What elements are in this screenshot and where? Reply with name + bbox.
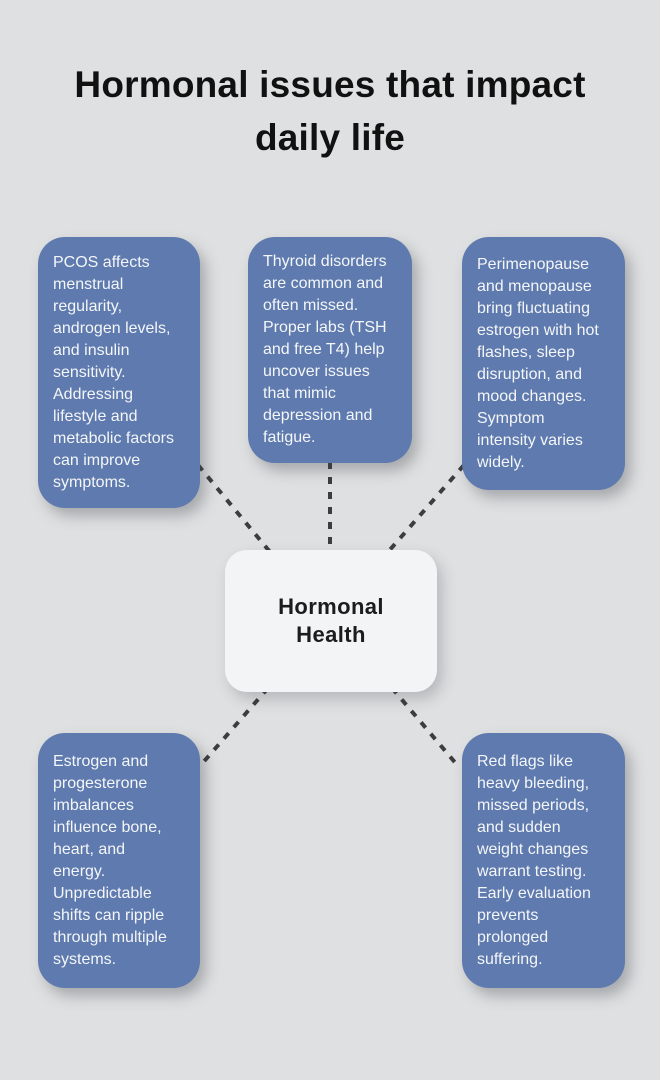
card-thyroid-text: Thyroid disorders are common and often m… [263, 253, 387, 446]
card-perimenopause-text: Perimenopause and menopause bring fluctu… [477, 255, 599, 471]
card-pcos: PCOS affects menstrual regularity, andro… [38, 237, 200, 508]
center-node-label: Hormonal Health [278, 594, 384, 647]
connector-estrogen [198, 686, 270, 768]
card-estrogen: Estrogen and progesterone imbalances inf… [38, 733, 200, 988]
connector-perimenopause [386, 463, 466, 554]
card-estrogen-text: Estrogen and progesterone imbalances inf… [53, 752, 167, 968]
card-redflags: Red flags like heavy bleeding, missed pe… [462, 733, 625, 988]
card-redflags-text: Red flags like heavy bleeding, missed pe… [477, 752, 591, 968]
connector-redflags [390, 686, 460, 768]
card-perimenopause: Perimenopause and menopause bring fluctu… [462, 237, 625, 490]
card-pcos-text: PCOS affects menstrual regularity, andro… [53, 253, 174, 491]
page-title: Hormonal issues that impact daily life [74, 64, 586, 158]
center-node: Hormonal Health [225, 550, 437, 692]
connector-pcos [196, 463, 272, 554]
card-thyroid: Thyroid disorders are common and often m… [248, 237, 412, 463]
